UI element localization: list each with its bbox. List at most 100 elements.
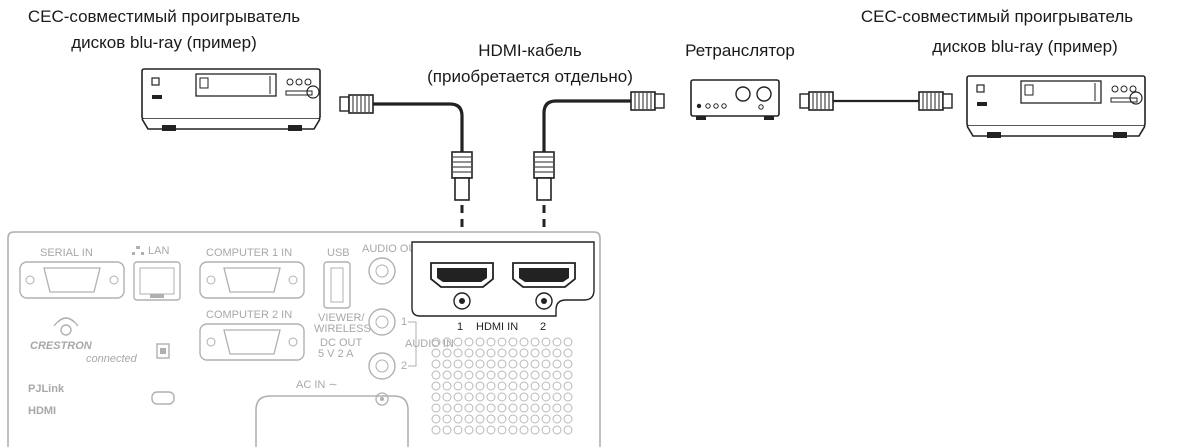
vent-hole [552,425,562,435]
audio-jack-icon [368,352,396,380]
projector-rear-panel: SERIAL IN LAN COMPUTER 1 IN COMPUTER 2 I… [7,231,601,447]
vent-hole [530,403,540,413]
vent-hole [497,359,507,369]
vent-hole [431,359,441,369]
vent-hole [431,381,441,391]
vent-hole [552,348,562,358]
vent-hole [464,381,474,391]
crestron-logo-text: CRESTRON [30,340,93,352]
vent-hole [453,370,463,380]
hdmi-plug-icon [918,91,953,111]
bluray-player-left-icon [141,68,321,131]
vent-hole [453,381,463,391]
vent-hole [497,392,507,402]
repeater-label: Ретранслятор [685,41,795,60]
vent-hole [563,370,573,380]
vent-hole [563,359,573,369]
vent-hole [431,425,441,435]
vent-hole [563,348,573,358]
vent-hole [486,414,496,424]
hdmi-plug-icon [630,91,665,111]
vent-hole [442,392,452,402]
vent-hole [541,337,551,347]
screw-icon [535,292,553,310]
vent-hole [475,381,485,391]
vent-hole [453,392,463,402]
crestron-sub-text: connected [86,353,138,365]
vent-hole [431,348,441,358]
vent-hole [486,403,496,413]
vent-hole [442,348,452,358]
vent-hole [486,348,496,358]
hdmi-cable-1 [339,94,473,262]
viewer-label: VIEWER/ [318,312,365,324]
vent-hole [530,425,540,435]
vent-hole [541,425,551,435]
hdmi-plug-icon [799,91,834,111]
dc-out-label: DC OUT [320,337,362,349]
vent-hole [486,370,496,380]
vent-hole [552,359,562,369]
audio-in-1-label: 1 [401,316,407,328]
vent-hole [464,403,474,413]
usb-label: USB [327,247,350,259]
serial-port-icon [19,261,125,299]
vent-hole [541,381,551,391]
ac-in-label: AC IN ∼ [296,379,338,391]
vent-hole [530,348,540,358]
vent-hole [497,425,507,435]
vent-hole [464,359,474,369]
vent-hole [563,414,573,424]
vent-hole [530,414,540,424]
vga-port-2-icon [199,323,305,361]
hdmi-plug-icon [533,151,555,201]
vent-hole [519,403,529,413]
hdmi-logo: HDMI [28,405,56,417]
vent-hole [497,348,507,358]
hdmi-port-1-icon[interactable] [430,262,494,288]
vent-hole [453,414,463,424]
vent-hole [497,403,507,413]
vent-hole [541,359,551,369]
vent-hole [541,348,551,358]
vent-hole [530,337,540,347]
vent-hole [552,392,562,402]
vent-hole [541,370,551,380]
vent-hole [486,337,496,347]
security-slot-icon [151,391,175,405]
player-right-label-line1: CEC-совместимый проигрыватель [860,7,1134,26]
vent-hole [563,403,573,413]
vent-hole [519,359,529,369]
hdmi-port-2-icon[interactable] [512,262,576,288]
vent-hole [508,348,518,358]
vent-hole [519,425,529,435]
vent-hole [508,414,518,424]
player-left-label-line2: дисков blu-ray (пример) [71,33,257,52]
vent-hole [475,370,485,380]
vent-hole [431,392,441,402]
vent-hole [508,370,518,380]
vent-hole [530,392,540,402]
vga-port-1-icon [199,261,305,299]
vent-hole [497,414,507,424]
vent-hole [563,425,573,435]
vent-hole [541,392,551,402]
vent-hole [431,337,441,347]
vent-hole [464,370,474,380]
vent-hole [442,359,452,369]
vent-hole [519,392,529,402]
pjlink-logo: PJLink [28,383,65,395]
vent-hole [464,425,474,435]
vent-hole [464,392,474,402]
hdmi-port-1-label: 1 [457,321,463,333]
hdmi-plug-icon [451,151,473,201]
vent-hole [530,359,540,369]
vent-grid [431,337,573,435]
vent-hole [508,359,518,369]
vent-hole [486,425,496,435]
vent-hole [508,425,518,435]
vent-hole [519,337,529,347]
bluray-player-right-icon [966,75,1146,138]
vent-hole [552,370,562,380]
